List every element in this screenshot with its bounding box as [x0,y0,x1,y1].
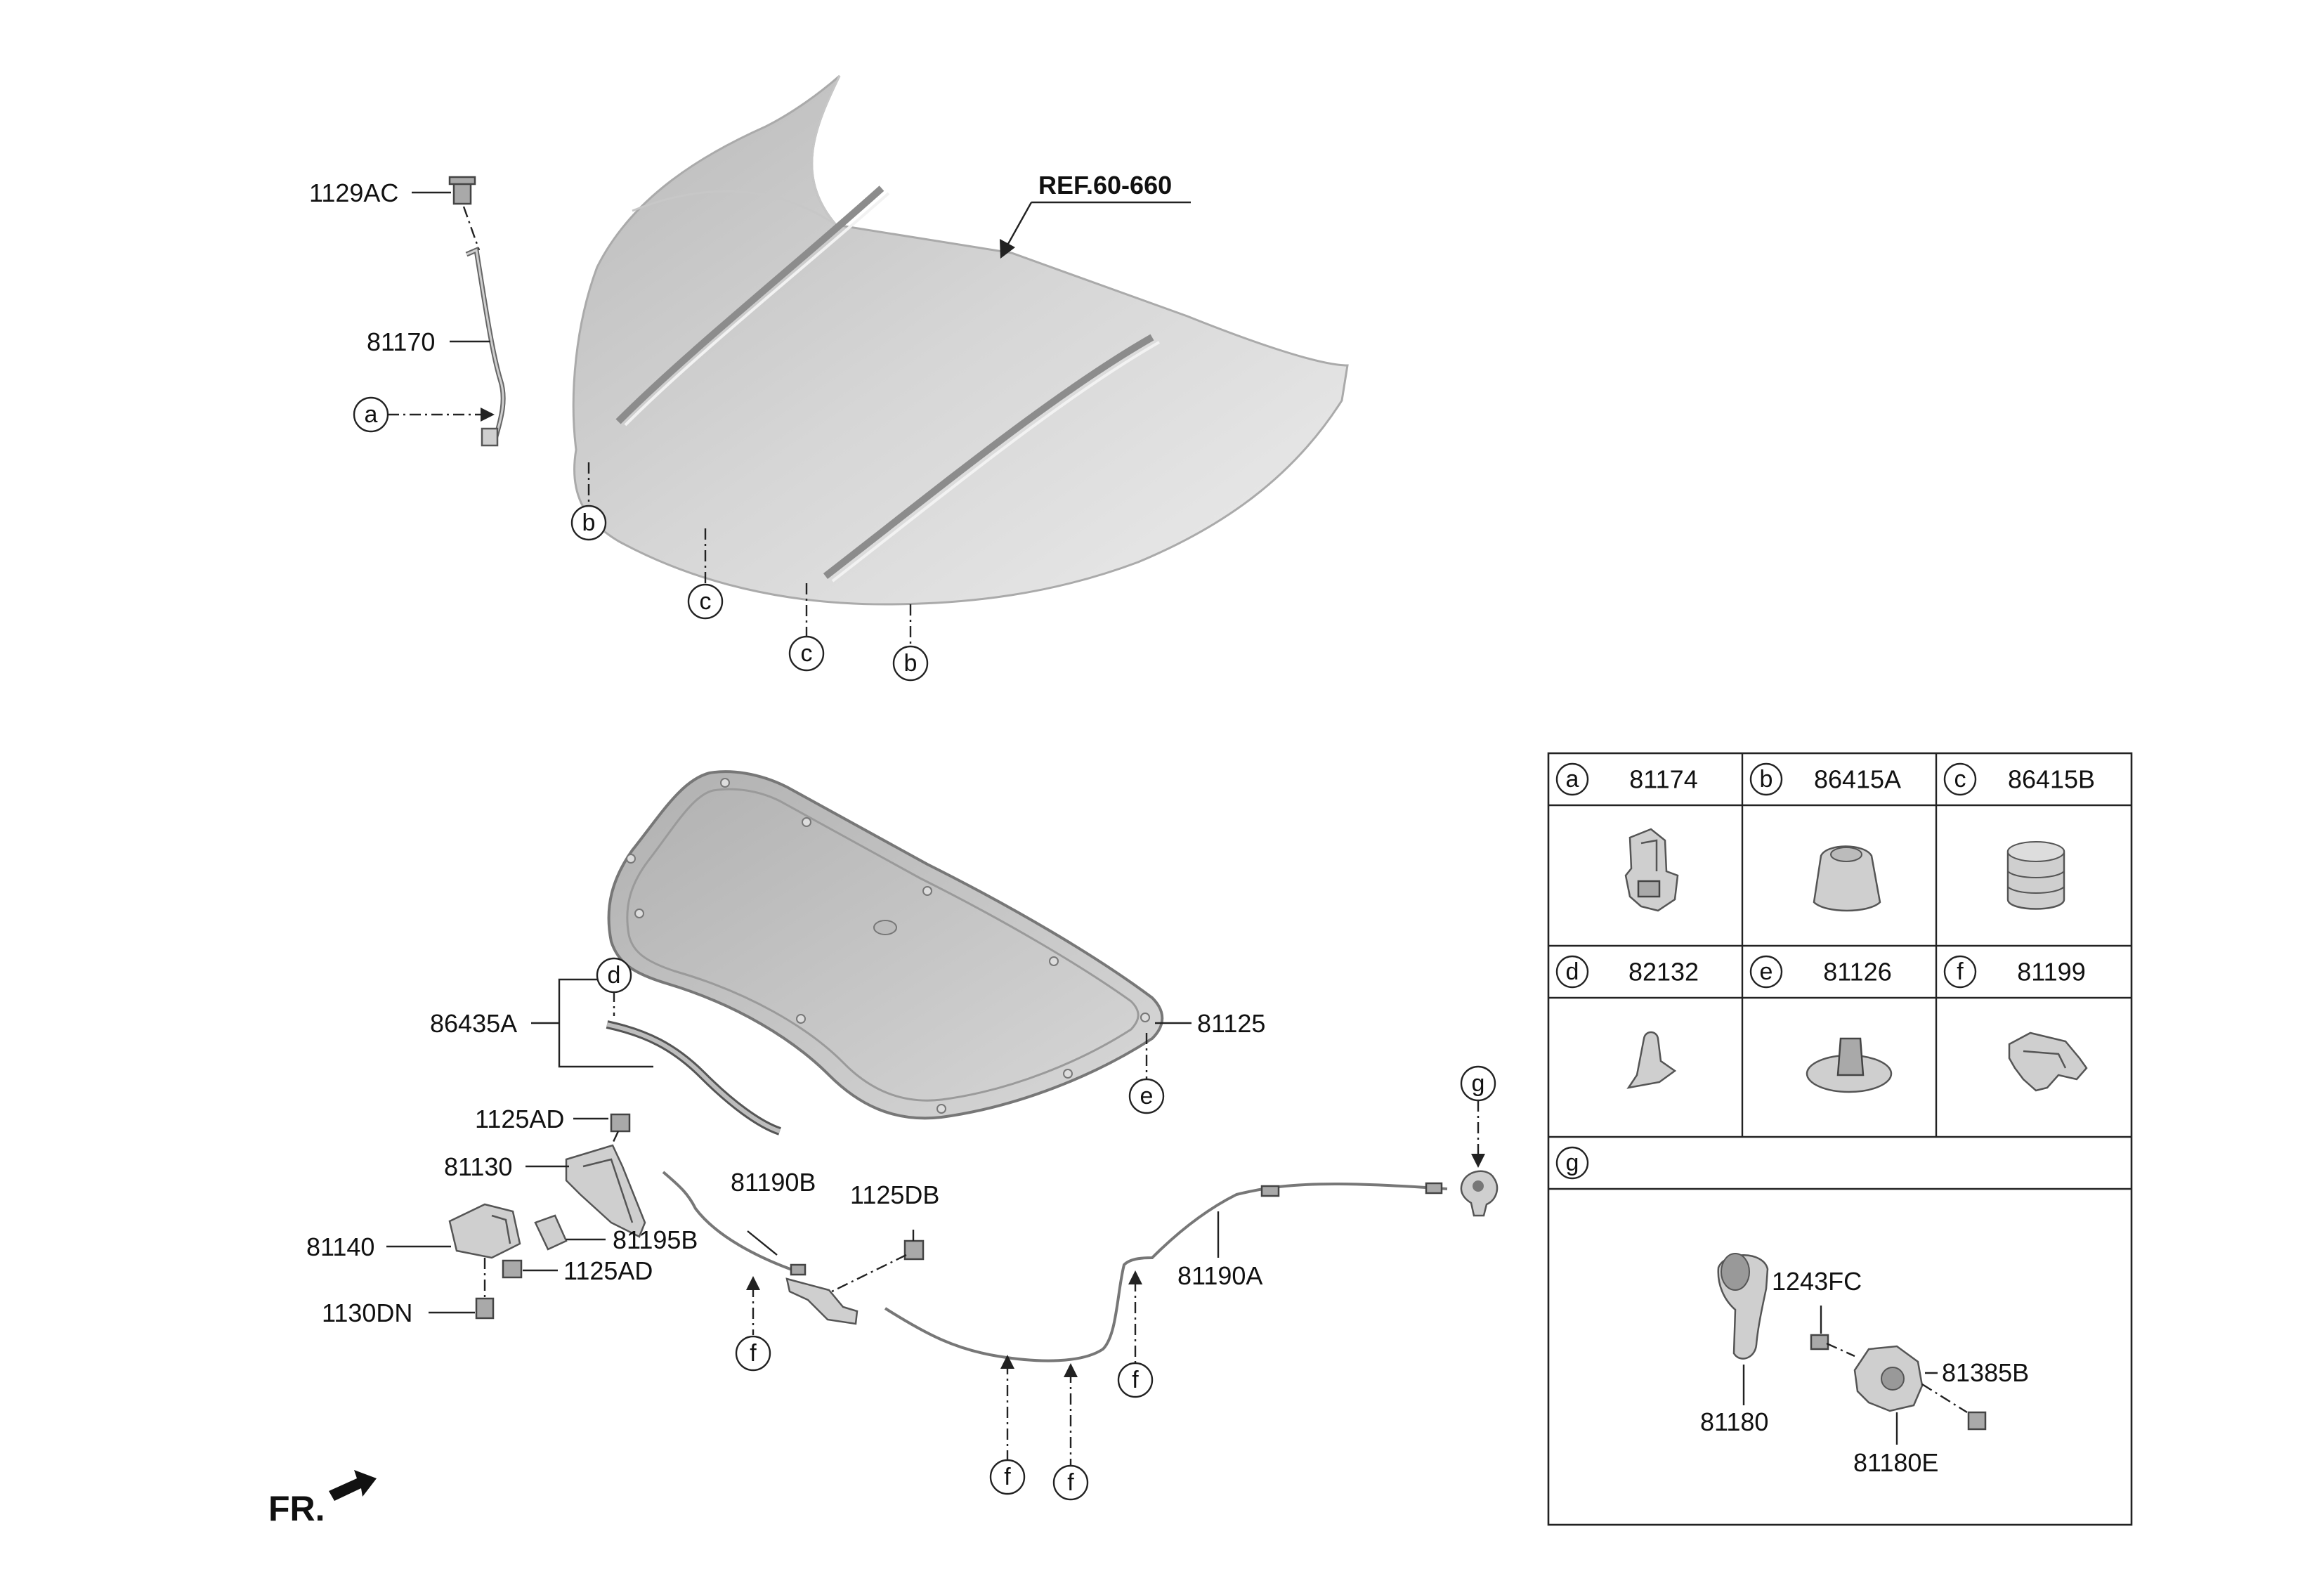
label-1125DB: 1125DB [850,1180,939,1209]
marker-e-text: e [1140,1083,1154,1109]
label-81190A: 81190A [1177,1261,1262,1290]
marker-e [1128,1078,1165,1114]
label-81125: 81125 [1197,1009,1265,1038]
hood-stay-rod [448,176,506,447]
marker-d [596,957,632,994]
label-81180: 81180 [1700,1407,1768,1436]
marker-c-2 [788,635,825,672]
table-marker-g [1555,1146,1589,1180]
marker-b-2-text: b [904,650,918,677]
marker-a-text: a [365,401,378,428]
part-image-86415A [1813,845,1881,912]
marker-f-4 [1117,1362,1154,1398]
table-marker-e [1749,955,1783,989]
label-81140: 81140 [306,1232,374,1261]
bolt-1125DB [903,1239,925,1261]
marker-a [353,396,389,433]
part-image-81174 [1624,828,1679,912]
bolt-1125AD-top [610,1113,631,1133]
ref-label: REF.60-660 [1038,171,1172,200]
table-marker-b [1749,762,1783,796]
table-marker-a [1555,762,1589,796]
marker-f-3 [1052,1464,1089,1501]
table-letter-b: b [1760,766,1773,793]
label-1125AD-top: 1125AD [475,1105,564,1133]
label-81170: 81170 [367,327,435,356]
marker-f-1-text: f [750,1340,757,1367]
table-letter-a: a [1566,766,1579,793]
latch-assembly [448,1113,646,1320]
release-cable-81190B [662,1171,859,1325]
part-image-86415B [2006,841,2065,910]
marker-c-1-text: c [700,588,712,615]
ref-arrowhead [1000,239,1015,259]
marker-f-2 [989,1459,1026,1495]
bolt-1130DN [475,1297,495,1320]
marker-d-text: d [608,962,621,989]
label-1243FC: 1243FC [1772,1267,1862,1296]
hood-insulator-pad [607,770,1164,1120]
cable-bracket [785,1277,859,1325]
release-handle-g [1460,1170,1499,1217]
label-1125AD-bot: 1125AD [563,1256,653,1285]
front-label: FR. [268,1489,325,1528]
table-marker-f [1943,955,1977,989]
part-image-81180E-latch [1853,1345,1924,1412]
table-marker-c [1943,762,1977,796]
part-image-81180-handle [1717,1253,1769,1360]
table-marker-d [1555,955,1589,989]
marker-g-text: g [1472,1070,1485,1097]
marker-c-1 [687,583,724,620]
label-81385B: 81385B [1942,1358,2029,1387]
label-81195B: 81195B [613,1225,698,1254]
part-image-81126 [1806,1037,1893,1093]
ref-leader-arrow [1003,202,1033,251]
release-cable-81190A [884,1182,1448,1362]
bracket-86435A [558,978,653,1068]
front-arrow-icon [329,1470,377,1501]
table-part-86415A: 86415A [1814,765,1901,794]
screw-1243FC [1810,1334,1829,1351]
table-letter-c: c [1954,766,1966,793]
part-image-81199 [2008,1031,2088,1092]
bolt-1125AD-bot [502,1259,523,1279]
marker-f-4-text: f [1132,1367,1139,1393]
table-part-82132: 82132 [1628,958,1699,987]
marker-f-2-text: f [1004,1464,1011,1490]
marker-b-1 [570,505,607,541]
label-81130: 81130 [444,1152,512,1181]
marker-c-2-text: c [801,640,813,667]
seal-strip-86435A [606,1020,782,1135]
table-part-81174: 81174 [1629,765,1697,794]
marker-b-2 [892,645,929,682]
bracket-81140 [448,1203,521,1259]
clip-81195B [534,1214,568,1251]
arrow-a [481,408,495,422]
leader-81190B [747,1230,778,1256]
hood-panel [572,74,1349,606]
label-81190B: 81190B [731,1168,816,1197]
label-1130DN: 1130DN [322,1299,412,1327]
label-86435A: 86435A [430,1009,517,1038]
table-letter-f: f [1957,958,1964,985]
table-letter-d: d [1566,958,1579,985]
table-letter-g: g [1566,1150,1579,1176]
part-image-82132 [1626,1031,1677,1089]
marker-b-1-text: b [582,509,596,536]
nut-81385B [1967,1411,1987,1431]
marker-f-1 [735,1335,771,1372]
table-letter-e: e [1760,958,1773,985]
marker-g [1460,1065,1496,1102]
label-81180E: 81180E [1853,1448,1938,1477]
label-1129AC: 1129AC [309,178,398,207]
marker-f-3-text: f [1067,1469,1074,1496]
table-part-86415B: 86415B [2008,765,2095,794]
table-part-81199: 81199 [2017,958,2085,987]
table-part-81126: 81126 [1823,958,1891,987]
